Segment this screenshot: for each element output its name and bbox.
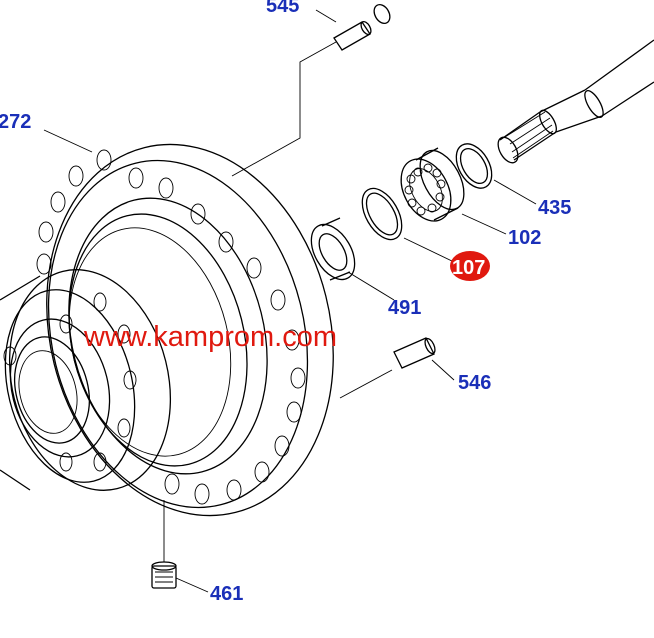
highlight-marker-107 [450, 251, 490, 281]
label-545[interactable]: 545 [266, 0, 299, 17]
label-107[interactable]: 107 [452, 257, 485, 279]
pin-545 [231, 4, 391, 177]
label-461[interactable]: 461 [210, 583, 243, 605]
bearing-102 [400, 147, 465, 222]
plug-461 [151, 500, 177, 589]
snap-ring-107 [361, 187, 403, 241]
pin-546 [339, 337, 436, 399]
label-272[interactable]: 272 [0, 111, 31, 133]
label-435[interactable]: 435 [538, 197, 571, 219]
drive-shaft [497, 39, 654, 164]
ring-491 [310, 217, 356, 281]
hub-housing-272 [0, 129, 334, 517]
watermark: www.kamprom.com [83, 321, 337, 353]
leader-lines [175, 9, 537, 593]
snap-ring-435 [455, 143, 493, 189]
label-491[interactable]: 491 [388, 297, 421, 319]
label-102[interactable]: 102 [508, 227, 541, 249]
label-546[interactable]: 546 [458, 372, 491, 394]
